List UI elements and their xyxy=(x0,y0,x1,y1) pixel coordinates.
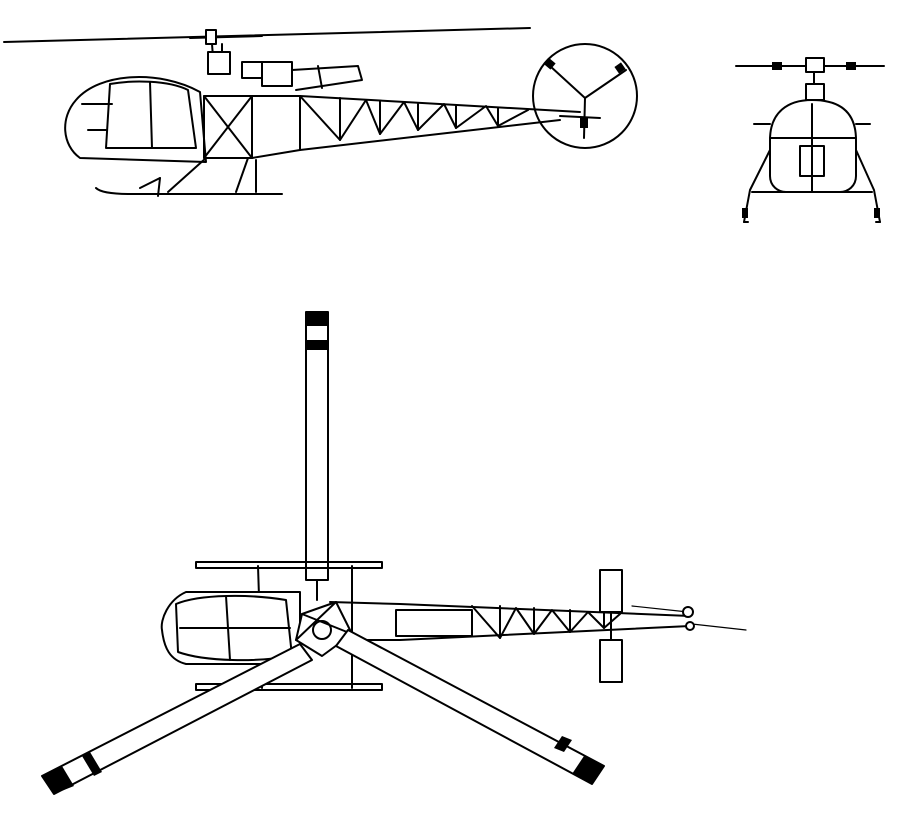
side-tail-boom xyxy=(251,95,581,159)
front-cabin xyxy=(753,99,871,193)
side-landing-skid xyxy=(95,177,283,197)
front-landing-gear xyxy=(742,149,881,223)
front-main-rotor xyxy=(735,57,885,101)
top-tail-rotor xyxy=(631,605,747,631)
top-tail-boom xyxy=(329,601,691,641)
side-tail-rotor xyxy=(532,43,638,149)
side-engine xyxy=(241,61,363,91)
top-rotor-blade-right xyxy=(335,629,605,785)
side-cabin xyxy=(64,76,207,163)
top-rotor-blade-forward xyxy=(305,311,329,601)
top-stabilizer xyxy=(599,569,623,683)
top-view xyxy=(41,311,747,795)
side-main-rotor xyxy=(3,27,531,75)
side-view xyxy=(3,27,638,197)
side-frame xyxy=(167,95,257,193)
top-rotor-blade-left xyxy=(41,643,313,795)
front-view xyxy=(735,57,885,223)
top-cabin xyxy=(160,591,301,665)
